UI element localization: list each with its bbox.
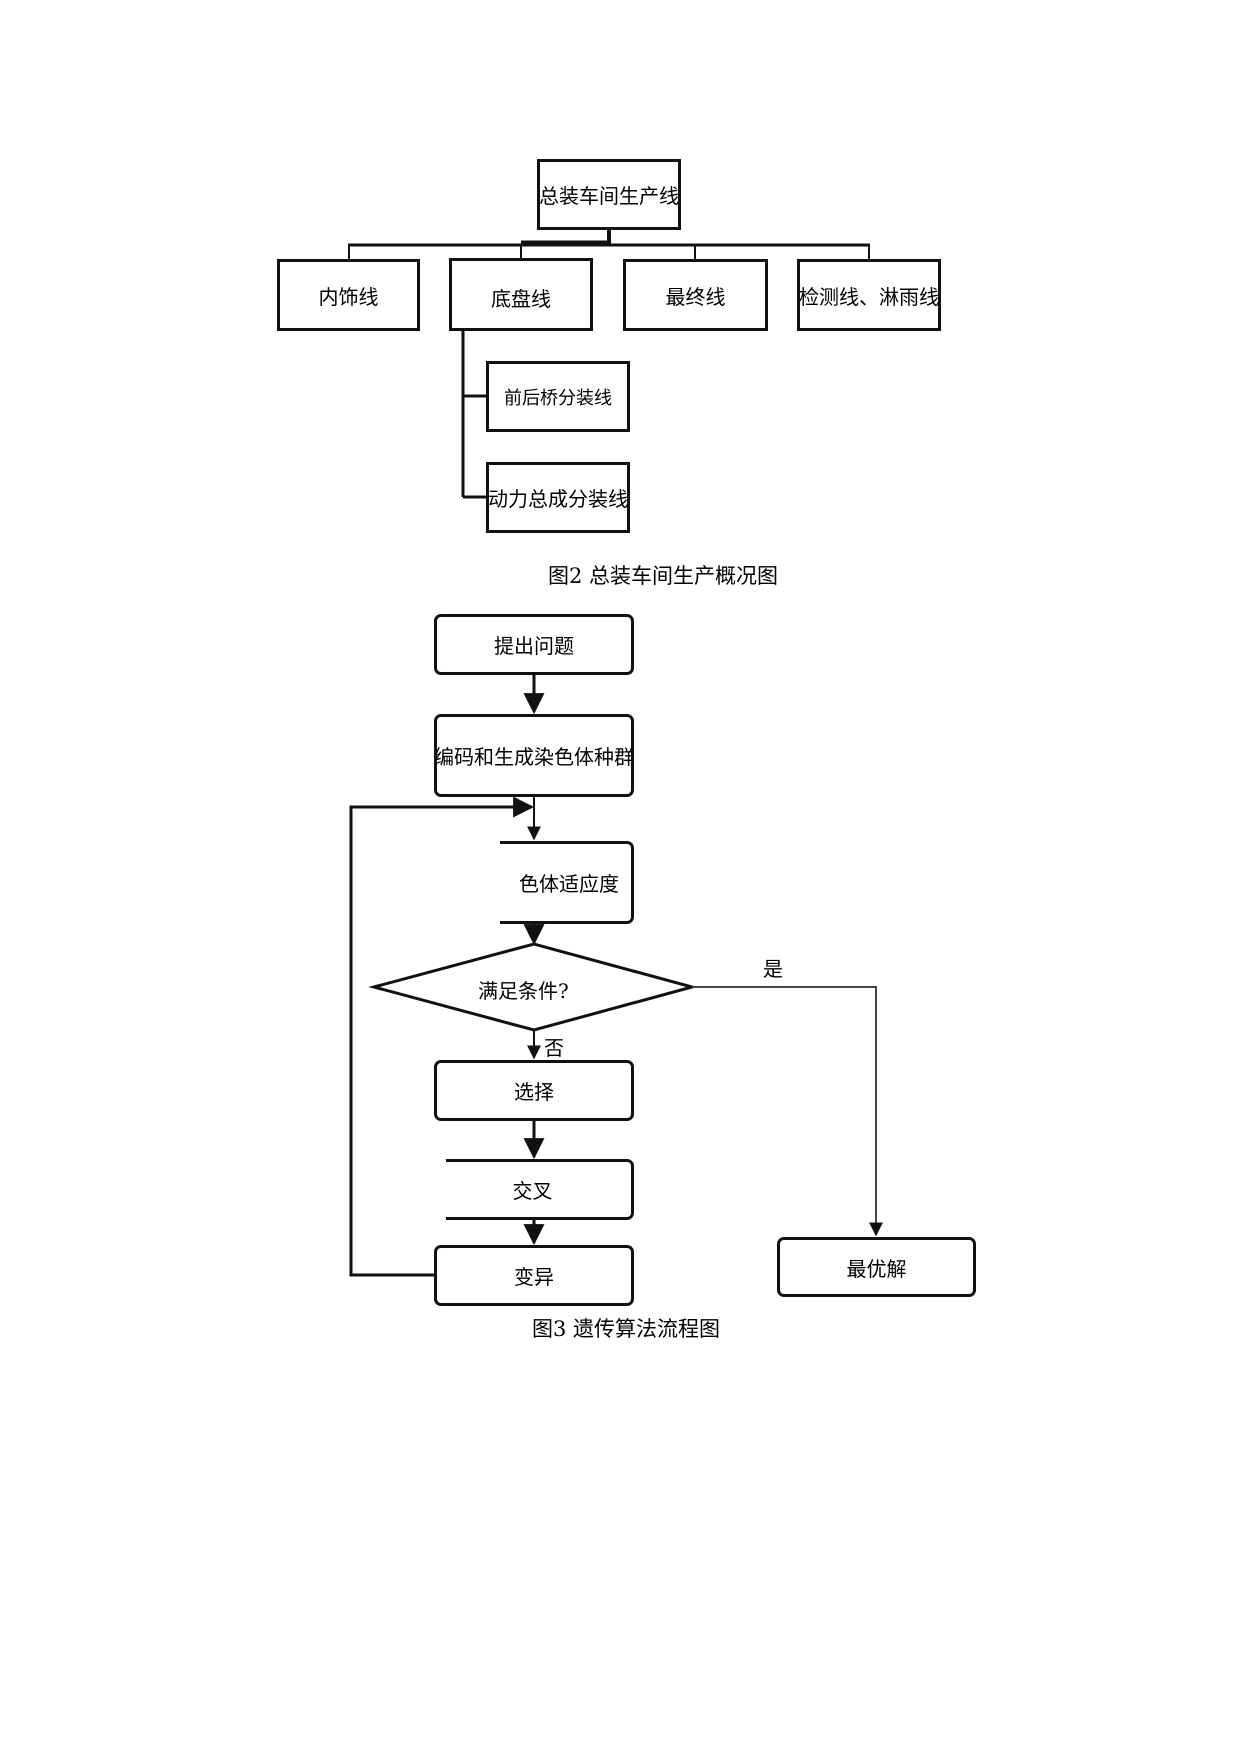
step-mutation: 变异 (434, 1245, 634, 1306)
step-label: 交叉 (512, 1179, 553, 1203)
node-assembly-workshop-line: 总装车间生产线 (537, 159, 681, 230)
step-crossover: 交叉 (446, 1159, 634, 1220)
node-label: 前后桥分装线 (504, 387, 612, 409)
no-branch-label: 否 (544, 1036, 564, 1060)
figure3-caption: 图3 遗传算法流程图 (531, 1317, 721, 1341)
step-label: 色体适应度 (519, 872, 619, 896)
node-interior-line: 内饰线 (277, 259, 420, 331)
node-label: 内饰线 (318, 284, 379, 309)
node-label: 最终线 (665, 284, 726, 309)
node-label: 总装车间生产线 (539, 184, 679, 208)
step-label: 提出问题 (494, 634, 574, 658)
yes-branch-label: 是 (763, 957, 783, 981)
node-label: 检测线、淋雨线 (799, 284, 939, 309)
decision-label: 满足条件? (478, 979, 569, 1003)
figure2-caption: 图2 总装车间生产概况图 (547, 564, 779, 588)
node-chassis-line: 底盘线 (449, 258, 593, 331)
step-label: 最优解 (846, 1256, 907, 1281)
node-powertrain-subassembly-line: 动力总成分装线 (486, 462, 630, 533)
node-axle-subassembly-line: 前后桥分装线 (486, 361, 630, 432)
step-pose-problem: 提出问题 (434, 614, 634, 675)
step-fitness: 色体适应度 (500, 841, 634, 924)
node-label: 底盘线 (491, 287, 551, 311)
step-label: 变异 (514, 1265, 554, 1289)
step-encode-population: 编码和生成染色体种群 (434, 714, 634, 797)
step-select: 选择 (434, 1060, 634, 1121)
step-optimal-solution: 最优解 (777, 1237, 976, 1297)
node-final-line: 最终线 (623, 259, 768, 331)
step-label: 选择 (514, 1080, 554, 1104)
node-label: 动力总成分装线 (488, 487, 628, 511)
step-label: 编码和生成染色体种群 (434, 745, 634, 769)
node-inspection-rain-line: 检测线、淋雨线 (797, 259, 941, 331)
